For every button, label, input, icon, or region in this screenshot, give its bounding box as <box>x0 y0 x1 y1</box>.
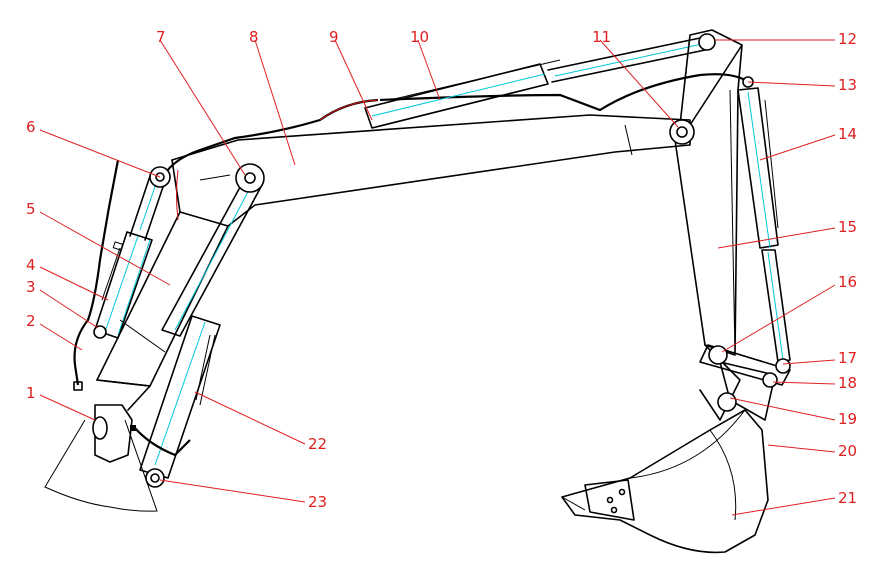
label-20: 20 <box>838 442 857 460</box>
label-6: 6 <box>26 118 36 136</box>
label-11: 11 <box>592 28 611 46</box>
label-14: 14 <box>838 125 857 143</box>
label-22: 22 <box>308 435 327 453</box>
label-15: 15 <box>838 218 857 236</box>
top-cylinder <box>364 37 706 129</box>
bucket-linkage <box>699 344 791 421</box>
label-21: 21 <box>838 489 857 507</box>
leader-lines <box>39 39 836 516</box>
label-7: 7 <box>156 28 166 46</box>
boom-cylinder <box>94 175 166 339</box>
label-8: 8 <box>249 28 259 46</box>
label-16: 16 <box>838 273 857 291</box>
label-2: 2 <box>26 312 36 330</box>
label-17: 17 <box>838 349 857 367</box>
label-18: 18 <box>838 374 857 392</box>
pin-18 <box>762 372 778 388</box>
pin-linkage-16 <box>708 345 728 365</box>
part-labels: 1 2 3 4 5 6 7 8 9 10 11 12 13 14 15 16 1… <box>26 28 857 511</box>
boom <box>96 114 691 411</box>
bucket-cylinder <box>737 87 791 363</box>
label-5: 5 <box>26 200 36 218</box>
label-10: 10 <box>410 28 429 46</box>
pin-cyl-left-bottom <box>93 325 107 339</box>
label-19: 19 <box>838 410 857 428</box>
pin-19 <box>717 392 737 412</box>
pin-17 <box>775 358 791 374</box>
label-13: 13 <box>838 76 857 94</box>
stick-cylinder <box>130 177 263 479</box>
label-1: 1 <box>26 384 36 402</box>
upper-hose <box>158 73 746 221</box>
stick <box>674 29 743 421</box>
label-9: 9 <box>329 28 339 46</box>
label-23: 23 <box>308 493 327 511</box>
label-4: 4 <box>26 256 36 274</box>
pin-top <box>698 33 716 51</box>
pins <box>93 33 791 488</box>
bucket <box>561 409 769 554</box>
hose-left <box>73 159 120 391</box>
label-12: 12 <box>838 30 857 48</box>
base-mount <box>44 404 158 512</box>
label-3: 3 <box>26 278 36 296</box>
